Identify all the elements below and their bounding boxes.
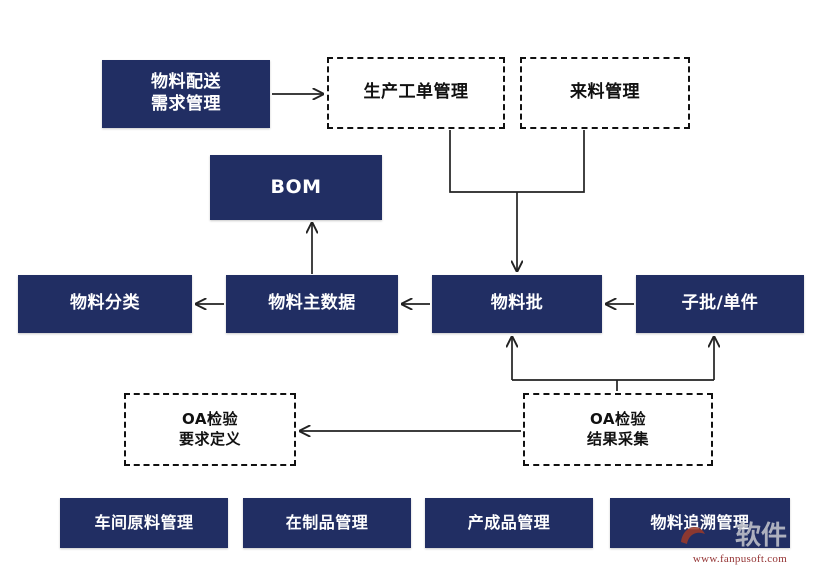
edge-workorder-incoming-to-batch (449, 130, 585, 271)
node-incoming-material[interactable]: 来料管理 (520, 57, 690, 129)
edge-oaresult-to-batch-and-subbatch (512, 337, 714, 391)
node-label-material-master-data: 物料主数据 (268, 293, 356, 314)
node-label-finished-product: 产成品管理 (467, 512, 551, 532)
watermark-brand-cn: 软件 (735, 521, 787, 551)
watermark-url: www.fanpusoft.com (693, 553, 787, 565)
node-label-incoming-material: 来料管理 (570, 82, 640, 103)
node-production-work-order[interactable]: 生产工单管理 (327, 57, 505, 129)
node-label-material-classification: 物料分类 (70, 293, 140, 314)
node-label-bom: BOM (270, 176, 322, 199)
node-label-oa-inspection-requirement: OA检验 要求定义 (178, 410, 241, 448)
node-label-material-delivery-demand: 物料配送 需求管理 (151, 72, 221, 114)
node-label-wip-management: 在制品管理 (285, 512, 369, 532)
node-material-traceability[interactable]: 物料追溯管理 (610, 498, 790, 548)
node-label-material-batch: 物料批 (490, 293, 544, 314)
node-oa-inspection-requirement[interactable]: OA检验 要求定义 (124, 393, 296, 466)
node-label-production-work-order: 生产工单管理 (363, 82, 469, 103)
node-material-master-data[interactable]: 物料主数据 (226, 275, 398, 333)
node-material-delivery-demand[interactable]: 物料配送 需求管理 (102, 60, 270, 128)
node-finished-product[interactable]: 产成品管理 (425, 498, 593, 548)
watermark: 软件 www.fanpusoft.com (681, 521, 787, 565)
node-material-batch[interactable]: 物料批 (432, 275, 602, 333)
node-oa-inspection-result[interactable]: OA检验 结果采集 (523, 393, 713, 466)
node-bom[interactable]: BOM (210, 155, 382, 220)
node-material-classification[interactable]: 物料分类 (18, 275, 192, 333)
node-label-material-traceability: 物料追溯管理 (650, 512, 750, 532)
node-label-oa-inspection-result: OA检验 结果采集 (586, 410, 649, 448)
node-workshop-raw-material[interactable]: 车间原料管理 (60, 498, 228, 548)
node-label-sub-batch-unit: 子批/单件 (681, 293, 759, 314)
node-sub-batch-unit[interactable]: 子批/单件 (636, 275, 804, 333)
node-wip-management[interactable]: 在制品管理 (243, 498, 411, 548)
node-label-workshop-raw-material: 车间原料管理 (94, 512, 194, 532)
